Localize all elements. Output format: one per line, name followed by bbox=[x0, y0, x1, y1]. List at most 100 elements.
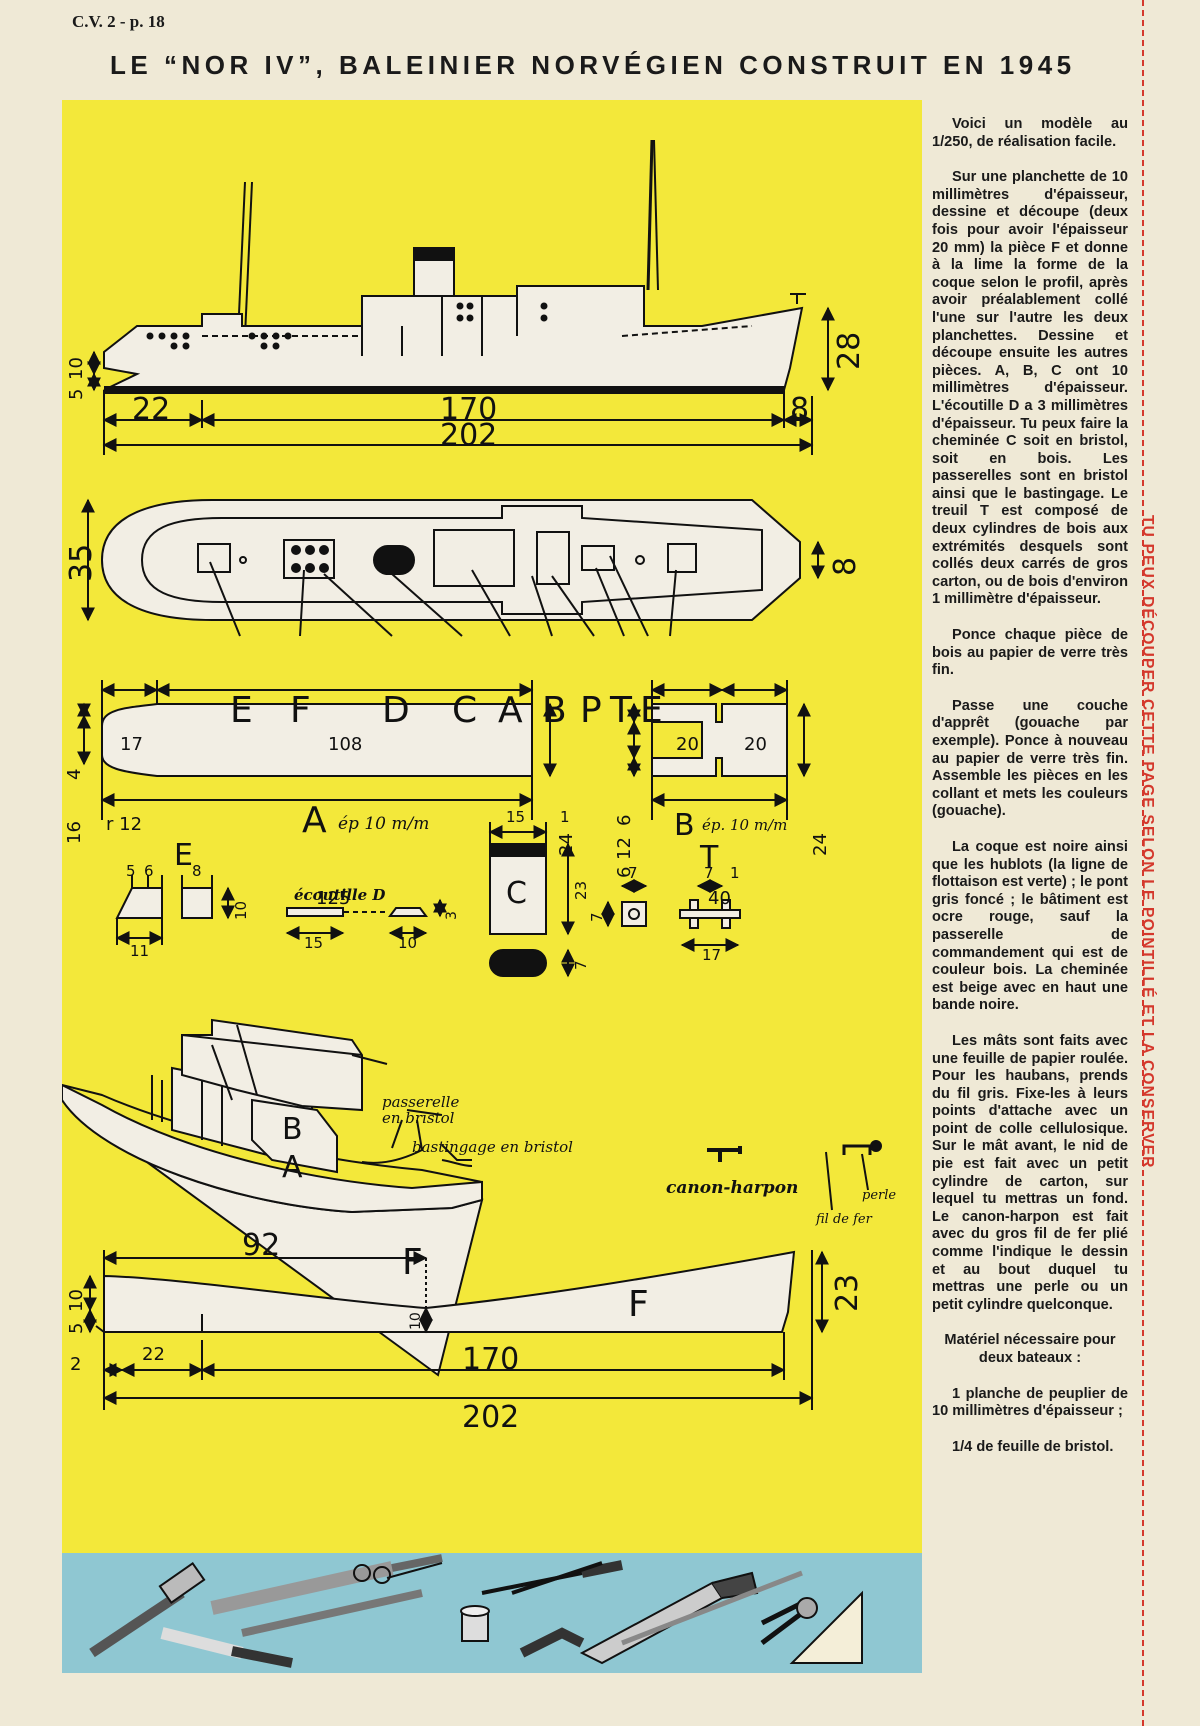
dim-t-d17: 17 bbox=[702, 946, 722, 964]
instructions-p4: Passe une couche d'apprêt (gouache par e… bbox=[932, 697, 1128, 820]
instructions-p5: La coque est noire ainsi que les hublots… bbox=[932, 838, 1128, 1014]
side-profile-drawing bbox=[87, 139, 835, 455]
hull-f-drawing bbox=[83, 1250, 829, 1410]
hammer-icon bbox=[89, 1561, 206, 1658]
dim-a-h4: 4 bbox=[64, 768, 85, 780]
piece-c-letter: C bbox=[506, 876, 527, 911]
part-letter-b: B bbox=[542, 690, 567, 731]
hull-f-letter: F bbox=[628, 1284, 649, 1325]
dim-top-w8: 8 bbox=[828, 556, 863, 576]
dim-t-d7c: 7 bbox=[704, 864, 714, 882]
part-letter-t: T bbox=[610, 690, 632, 731]
harpoon-drawing bbox=[707, 1140, 882, 1211]
materials-item-1: 1 planche de peuplier de 10 millimètres … bbox=[932, 1385, 1128, 1420]
triangle-icon bbox=[789, 1590, 863, 1664]
plans-svg bbox=[62, 139, 882, 1410]
dim-f-h5: 5 bbox=[66, 1322, 87, 1334]
tools-svg bbox=[89, 1554, 863, 1668]
dim-b-h12: 12 bbox=[614, 837, 635, 860]
cut-notice: TU PEUX DÉCOUPER CETTE PAGE SELON LE POI… bbox=[1139, 515, 1156, 1169]
dim-b-l40: 40 bbox=[708, 888, 731, 909]
cut-line bbox=[1142, 0, 1146, 1726]
dim-a-r12: r 12 bbox=[106, 814, 143, 835]
dim-a-l17: 17 bbox=[120, 734, 143, 755]
winch-t-letter: T bbox=[700, 840, 719, 875]
dim-c-d1: 1 bbox=[560, 808, 570, 826]
dim-c-d15: 15 bbox=[506, 808, 526, 826]
pliers-icon bbox=[760, 1597, 818, 1645]
dim-f-l22: 22 bbox=[142, 1344, 165, 1365]
label-fil-de-fer: fil de fer bbox=[816, 1212, 872, 1227]
assembly-letter-b: B bbox=[282, 1112, 303, 1147]
winch-t-drawing bbox=[601, 879, 741, 952]
dim-f-l92: 92 bbox=[242, 1228, 281, 1263]
part-letter-e: E bbox=[230, 690, 253, 731]
piece-c-drawing bbox=[488, 822, 575, 978]
assembly-letter-a: A bbox=[282, 1150, 303, 1185]
dim-a-l125: 125 bbox=[316, 888, 351, 909]
label-perle: perle bbox=[862, 1188, 897, 1203]
piece-e-letter: E bbox=[174, 838, 193, 873]
dim-f-l202: 202 bbox=[462, 1400, 520, 1435]
dim-c-d7: 7 bbox=[572, 960, 590, 970]
label-canon-harpon: canon-harpon bbox=[666, 1178, 799, 1198]
dim-d-d3: 3 bbox=[444, 911, 460, 920]
dim-f-h10a: 10 bbox=[66, 1289, 87, 1312]
piece-b-thickness: ép. 10 m/m bbox=[702, 816, 788, 834]
hatch-d-label: écoutille D bbox=[294, 886, 386, 904]
dim-side-h10: 10 bbox=[66, 357, 87, 380]
drill-icon bbox=[519, 1627, 585, 1658]
dim-f-h23: 23 bbox=[830, 1273, 865, 1312]
rasp-icon bbox=[210, 1554, 443, 1615]
label-passerelle: passerelle en bristol bbox=[382, 1093, 460, 1127]
dim-f-h10mid: 10 bbox=[408, 1312, 424, 1330]
spool-icon bbox=[460, 1605, 490, 1642]
piece-a-drawing bbox=[77, 680, 557, 820]
dim-top-w35: 35 bbox=[64, 543, 99, 582]
materials-heading: Matériel nécessaire pour deux bateaux : bbox=[944, 1332, 1116, 1366]
dim-t-d7a: 7 bbox=[628, 864, 638, 882]
saw-icon bbox=[579, 1571, 759, 1665]
dim-a-h16: 16 bbox=[64, 821, 85, 844]
dim-e-d5: 5 bbox=[126, 862, 136, 880]
dim-e-d8: 8 bbox=[192, 862, 202, 880]
dim-t-d7b: 7 bbox=[588, 912, 606, 922]
instructions-p3: Ponce chaque pièce de bois au papier de … bbox=[932, 627, 1128, 679]
plans-drawings: 10 5 28 22 170 8 202 35 8 E F D C A B P … bbox=[62, 100, 922, 1555]
dim-f-l170: 170 bbox=[462, 1342, 520, 1377]
dim-b-l20b: 20 bbox=[744, 734, 767, 755]
dim-e-d6: 6 bbox=[144, 862, 154, 880]
piece-b-letter: B bbox=[674, 808, 695, 843]
materials-item-2: 1/4 de feuille de bristol. bbox=[952, 1438, 1114, 1455]
piece-e-drawing bbox=[115, 875, 235, 945]
handsaw-icon bbox=[621, 1570, 803, 1646]
dim-f-l2: 2 bbox=[70, 1354, 82, 1375]
dim-c-d23: 23 bbox=[572, 880, 590, 900]
dim-side-l202: 202 bbox=[440, 418, 498, 453]
dim-side-l22: 22 bbox=[132, 392, 171, 427]
dim-side-l170: 170 bbox=[440, 392, 498, 427]
dim-a-h24: 24 bbox=[556, 833, 577, 856]
instructions-p2: Sur une planchette de 10 millimètres d'é… bbox=[932, 169, 1128, 608]
dim-e-d11: 11 bbox=[130, 942, 150, 960]
dim-d-d15: 15 bbox=[304, 934, 324, 952]
dim-side-l8: 8 bbox=[790, 392, 810, 427]
dim-d-d10: 10 bbox=[398, 934, 418, 952]
brush-icon bbox=[511, 1561, 603, 1595]
part-letter-p: P bbox=[580, 690, 602, 731]
part-letter-d: D bbox=[382, 690, 410, 731]
dim-b-h24: 24 bbox=[810, 833, 831, 856]
dim-b-h6a: 6 bbox=[614, 814, 635, 826]
dim-t-d1: 1 bbox=[730, 864, 740, 882]
dim-a-l108: 108 bbox=[328, 734, 363, 755]
top-view-drawing bbox=[81, 498, 825, 637]
part-letter-f: F bbox=[290, 690, 311, 731]
hatch-d-drawing bbox=[285, 898, 447, 940]
instructions-p1: Voici un modèle au 1/250, de réalisation… bbox=[932, 116, 1128, 150]
piece-b-drawing bbox=[627, 680, 811, 820]
scissors-icon bbox=[353, 1562, 443, 1584]
piece-a-letter: A bbox=[302, 800, 327, 841]
assembly-letter-f: F bbox=[402, 1242, 423, 1283]
label-bastingage: bastingage en bristol bbox=[412, 1138, 573, 1156]
instructions-p6: Les mâts sont faits avec une feuille de … bbox=[932, 1032, 1128, 1313]
